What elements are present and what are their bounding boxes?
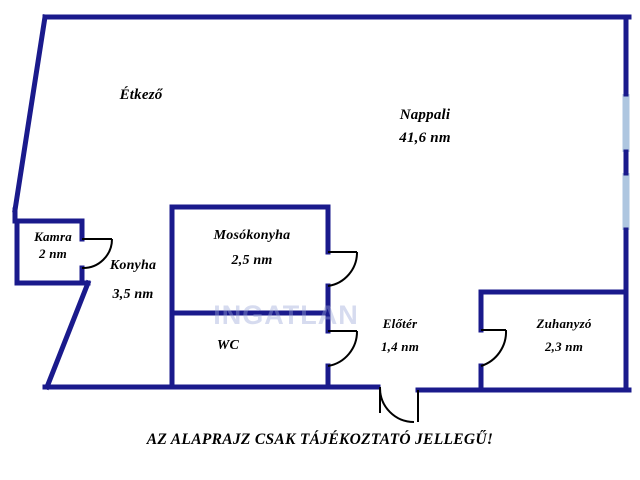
room-area-konyha: 3,5 nm	[112, 286, 154, 302]
room-label-etkezo: Étkező	[86, 87, 196, 104]
room-area-eloter: 1,4 nm	[380, 338, 420, 354]
room-label-kamra: Kamra 2 nm	[20, 230, 86, 260]
room-name-etkezo: Étkező	[119, 87, 163, 103]
disclaimer-text: AZ ALAPRAJZ CSAK TÁJÉKOZTATÓ JELLEGŰ!	[146, 431, 494, 448]
room-name-wc: WC	[216, 338, 240, 353]
door-zuhanyzo-arc	[480, 329, 508, 367]
door-entrance-arc	[379, 387, 415, 423]
room-area-kamra: 2 nm	[39, 245, 67, 261]
room-label-nappali: Nappali 41,6 nm	[367, 107, 483, 147]
room-label-wc: WC	[193, 338, 263, 354]
room-label-eloter: Előtér 1,4 nm	[357, 317, 443, 353]
door-wc-arc	[327, 330, 359, 367]
exterior-wall-lower-left-slanted	[43, 279, 92, 391]
room-area-mosokonyha: 2,5 nm	[231, 252, 273, 268]
door-kamra-arc	[81, 238, 113, 270]
room-name-nappali: Nappali	[399, 107, 451, 123]
door-group	[81, 238, 508, 423]
room-name-mosokonyha: Mosókonyha	[213, 228, 291, 243]
room-area-zuhanyzo: 2,3 nm	[544, 338, 584, 354]
room-name-eloter: Előtér	[382, 316, 418, 331]
interior-walls	[14, 204, 629, 393]
exterior-wall-left-slanted	[12, 14, 48, 213]
room-name-konyha: Konyha	[109, 258, 157, 273]
exterior-walls	[12, 14, 632, 393]
room-name-kamra: Kamra	[34, 229, 72, 244]
room-label-mosokonyha: Mosókonyha 2,5 nm	[187, 228, 317, 268]
room-label-zuhanyzo: Zuhanyzó 2,3 nm	[512, 317, 616, 353]
room-name-zuhanyzo: Zuhanyzó	[536, 316, 592, 331]
room-area-nappali: 41,6 nm	[399, 129, 451, 146]
door-mosokonyha-arc	[327, 251, 359, 287]
room-label-konyha: Konyha 3,5 nm	[83, 258, 183, 302]
